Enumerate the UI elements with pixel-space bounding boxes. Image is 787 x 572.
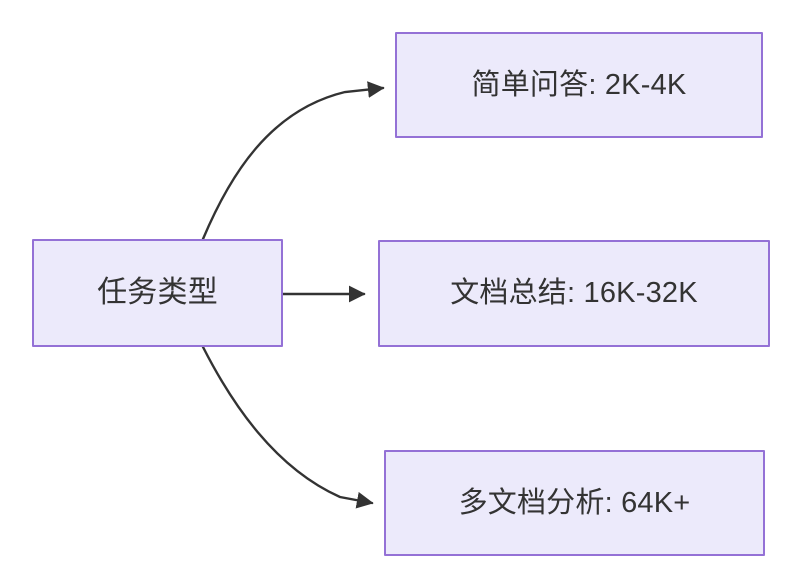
node-task-type-label: 任务类型 xyxy=(97,276,218,309)
node-task-type[interactable]: 任务类型 xyxy=(32,239,283,347)
node-multi-doc[interactable]: 多文档分析: 64K+ xyxy=(384,450,765,556)
node-doc-summary[interactable]: 文档总结: 16K-32K xyxy=(378,240,770,347)
node-simple-qa-label: 简单问答: 2K-4K xyxy=(471,68,687,101)
edge-to-multi-doc xyxy=(201,345,374,509)
node-multi-doc-label: 多文档分析: 64K+ xyxy=(458,486,691,519)
node-simple-qa[interactable]: 简单问答: 2K-4K xyxy=(395,32,763,138)
edge-to-simple-qa xyxy=(201,81,385,241)
node-doc-summary-label: 文档总结: 16K-32K xyxy=(450,277,698,310)
